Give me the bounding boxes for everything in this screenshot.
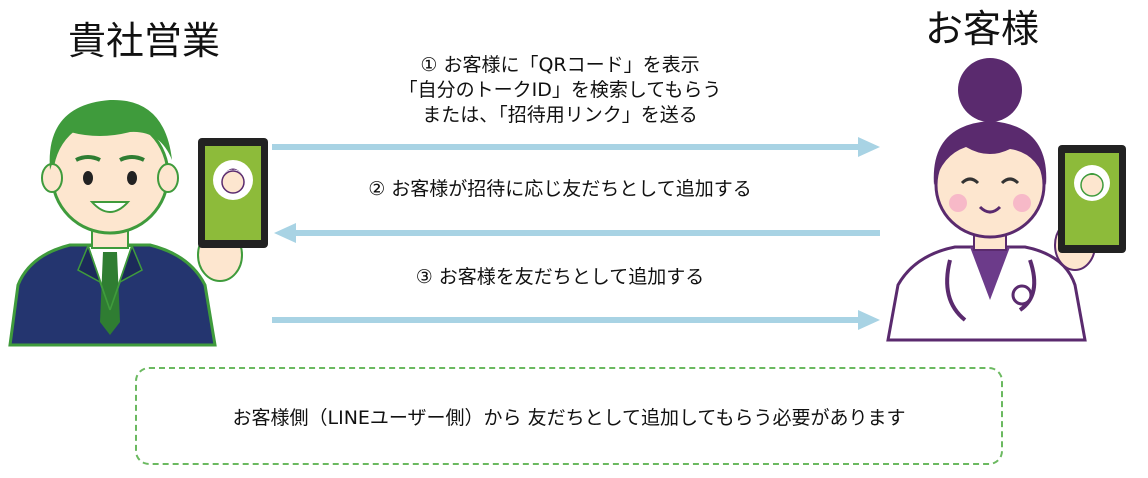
step-1-line-3: または、「招待用リンク」を送る	[422, 104, 698, 126]
step-3-line-1: ③ お客様を友だちとして追加する	[415, 266, 705, 288]
note-box: お客様側（LINEユーザー側）から 友だちとして追加してもらう必要があります	[135, 367, 1003, 465]
left-party-label: 貴社営業	[68, 19, 221, 63]
step-1-line-1: ① お客様に「QRコード」を表示	[420, 54, 700, 76]
right-party-label: お客様	[925, 7, 1040, 51]
note-text: お客様側（LINEユーザー側）から 友だちとして追加してもらう必要があります	[232, 406, 906, 429]
doctor-illustration	[886, 58, 1126, 342]
step-2-line-1: ② お客様が招待に応じ友だちとして追加する	[368, 178, 752, 200]
step-1-text: ① お客様に「QRコード」を表示 「自分のトークID」を検索してもらう または、…	[330, 53, 790, 128]
businessman-illustration	[8, 99, 268, 347]
step-3-text: ③ お客様を友だちとして追加する	[330, 265, 790, 290]
step-2-text: ② お客様が招待に応じ友だちとして追加する	[330, 177, 790, 202]
step-1-line-2: 「自分のトークID」を検索してもらう	[398, 79, 722, 101]
